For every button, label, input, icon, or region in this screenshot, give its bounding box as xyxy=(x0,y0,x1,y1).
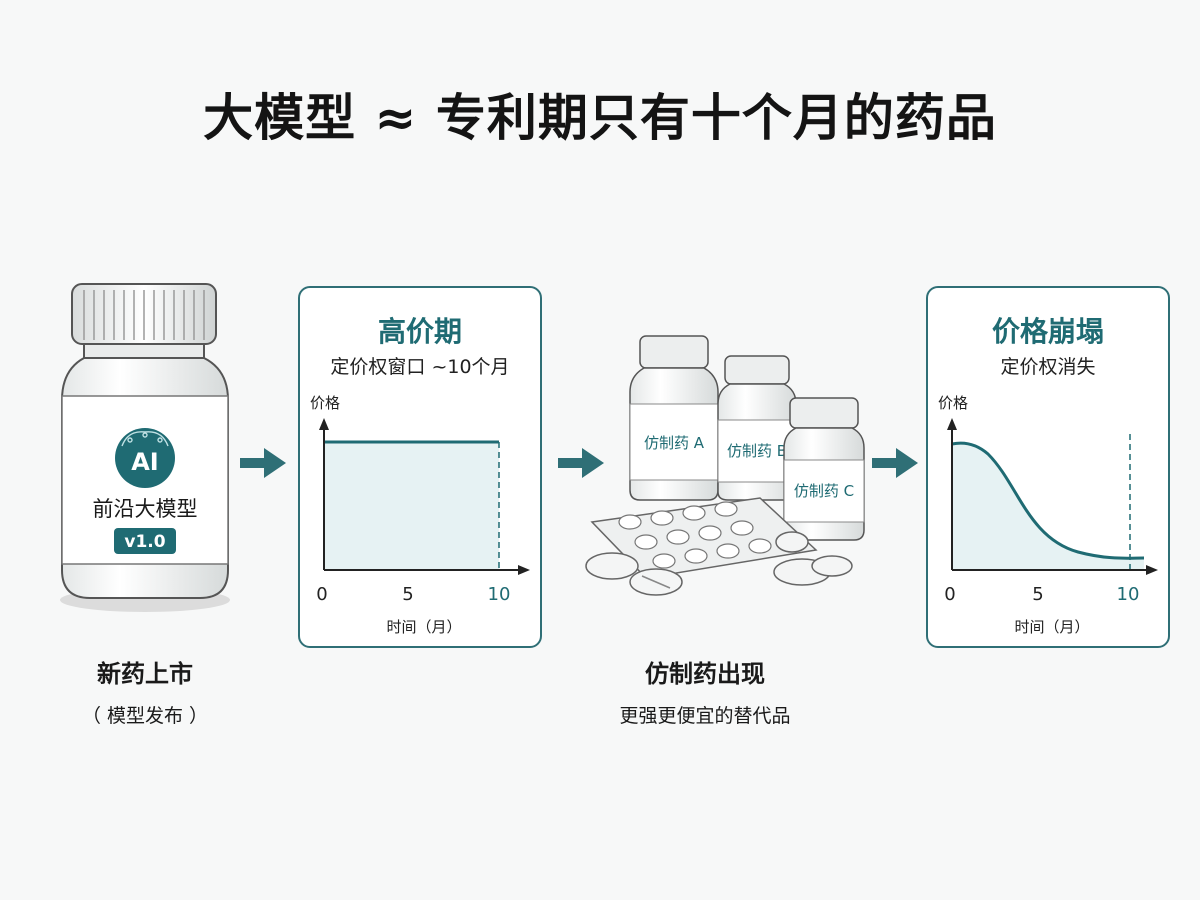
bottle-label: 前沿大模型 xyxy=(93,497,198,521)
panel1-title: 高价期 xyxy=(377,315,462,348)
panel2-subtitle: 定价权消失 xyxy=(1000,356,1096,378)
generic-c-label: 仿制药 C xyxy=(794,482,854,500)
panel2-ylabel: 价格 xyxy=(938,394,968,412)
step1-caption-group: 新药上市 （ 模型发布 ） xyxy=(45,654,245,728)
generic-a-label: 仿制药 A xyxy=(644,434,705,452)
arrow-right-icon xyxy=(872,448,918,478)
high-price-panel: 高价期 定价权窗口 ~10个月 价格 0 5 10 时间（月） xyxy=(298,286,542,648)
panel2-area xyxy=(952,443,1144,570)
arrow-right-icon xyxy=(240,448,286,478)
panel1-tick-0: 0 xyxy=(316,584,327,605)
ai-medicine-bottle: AI 前沿大模型 v1.0 xyxy=(60,283,230,612)
brain-icon xyxy=(115,428,175,488)
panel1-ylabel: 价格 xyxy=(310,394,340,412)
step1-subcaption: （ 模型发布 ） xyxy=(81,705,209,727)
generic-drugs-illustration: 仿制药 A 仿制药 B 仿制药 C xyxy=(585,335,865,596)
panel2-title: 价格崩塌 xyxy=(991,315,1104,348)
price-collapse-panel: 价格崩塌 定价权消失 价格 0 5 10 时间（月） xyxy=(926,286,1170,648)
panel1-tick-10: 10 xyxy=(488,584,511,605)
step2-caption: 仿制药出现 xyxy=(645,660,765,688)
blister-pack xyxy=(590,497,818,579)
step1-caption: 新药上市 xyxy=(97,660,193,688)
step2-caption-group: 仿制药出现 更强更便宜的替代品 xyxy=(590,654,820,728)
panel2-chart: 价格 0 5 10 时间（月） xyxy=(938,394,1158,636)
panel1-tick-5: 5 xyxy=(402,584,413,605)
page-title: 大模型 ≈ 专利期只有十个月的药品 xyxy=(203,89,997,147)
panel2-price-curve xyxy=(951,441,1145,560)
arrow-right-icon xyxy=(558,448,604,478)
panel1-xlabel: 时间（月） xyxy=(386,618,461,636)
generic-b-label: 仿制药 B xyxy=(727,442,787,460)
panel1-subtitle: 定价权窗口 ~10个月 xyxy=(330,356,510,378)
panel2-tick-0: 0 xyxy=(944,584,955,605)
ai-badge-text: AI xyxy=(131,448,159,476)
panel1-chart: 价格 0 5 10 时间（月） xyxy=(310,394,530,636)
panel2-tick-10: 10 xyxy=(1117,584,1140,605)
step2-subcaption: 更强更便宜的替代品 xyxy=(619,705,791,727)
panel2-tick-5: 5 xyxy=(1032,584,1043,605)
panel1-area xyxy=(324,442,499,570)
version-badge: v1.0 xyxy=(124,532,165,552)
panel2-xlabel: 时间（月） xyxy=(1014,618,1089,636)
